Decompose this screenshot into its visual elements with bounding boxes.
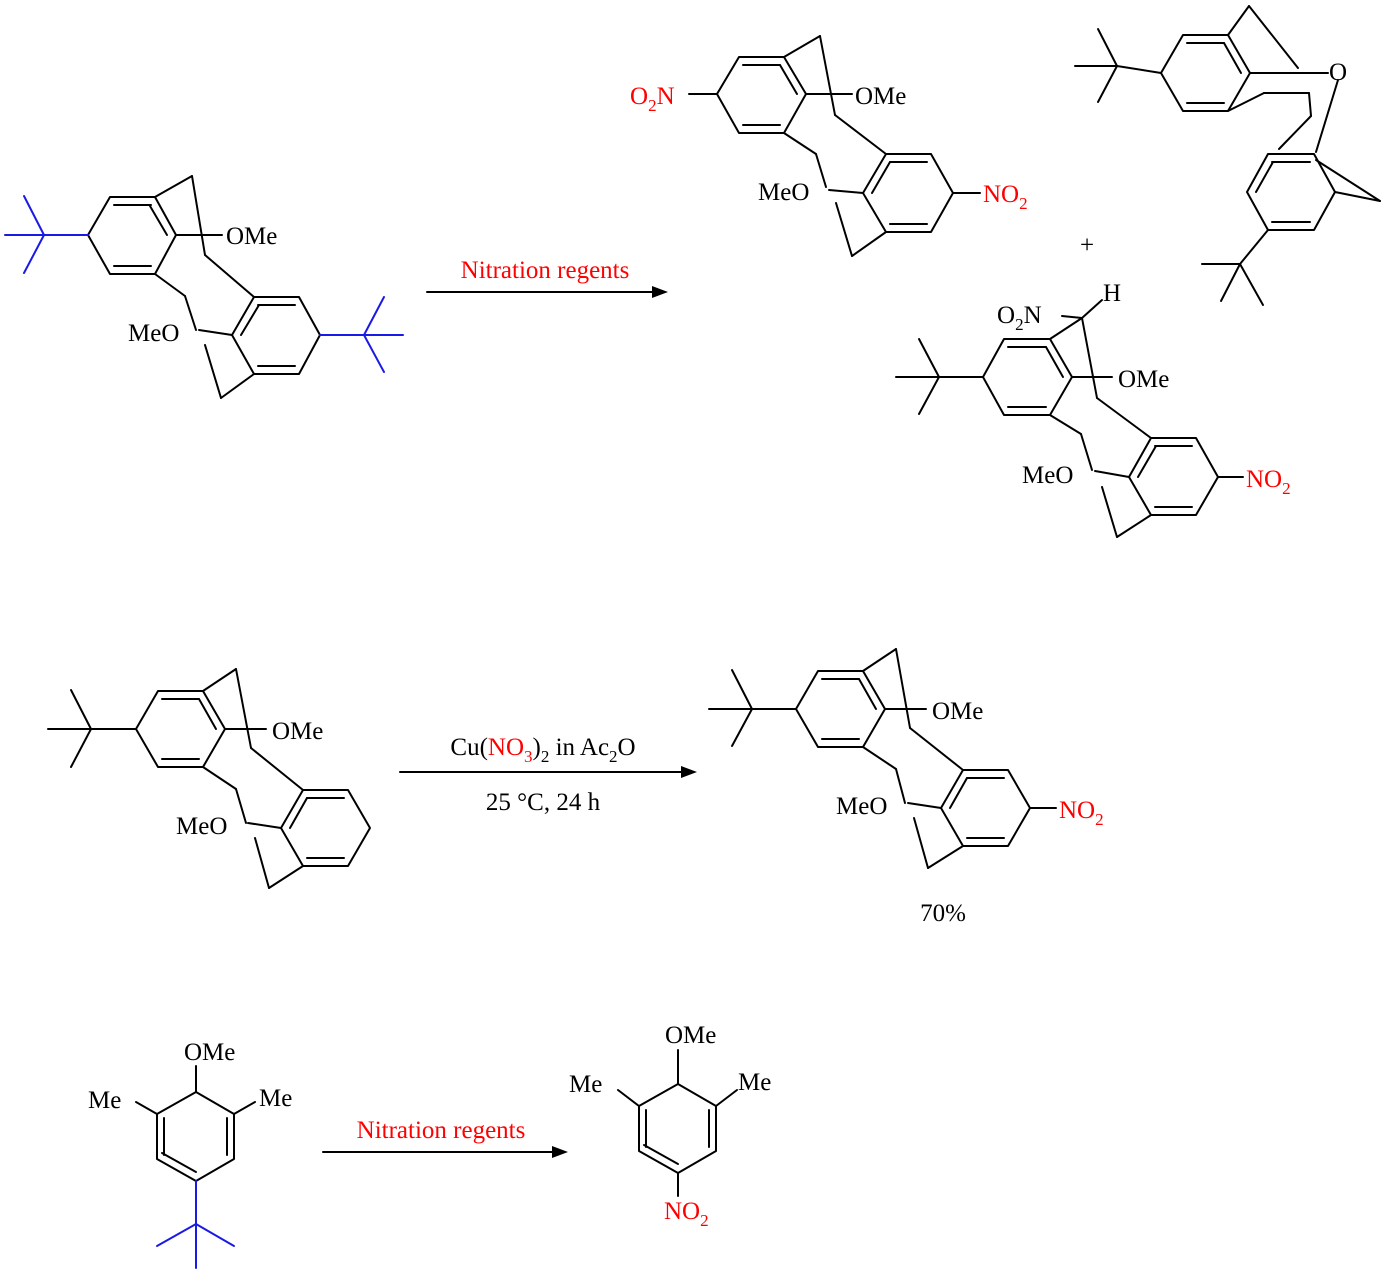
r1-sm-ring-upper [87, 196, 177, 275]
r1-sm-bridges [154, 175, 255, 399]
r1-pc-ring-lower [1128, 437, 1219, 516]
r2-reagent-label: Cu(NO3)2 in Ac2O [450, 734, 635, 766]
r3-arrow: Nitration regents [322, 1117, 568, 1158]
r2-yield-label: 70% [920, 900, 966, 927]
r3-sm-tbu [156, 1180, 235, 1269]
r1-pa-ring-lower [862, 153, 954, 233]
r3-arrow-label: Nitration regents [357, 1117, 526, 1144]
r1-pc-ome-label: OMe [1118, 366, 1169, 393]
r1-pa-bridges [688, 35, 981, 257]
r3-product: OMe Me Me NO2 [569, 1022, 771, 1230]
r2-p-bridges [708, 648, 1057, 869]
r1-pc-o2n-label: O2N [997, 302, 1042, 334]
r3-sm-substituents [135, 1065, 256, 1115]
r1-pb-o-label: O [1329, 59, 1347, 86]
r3-sm-me-left-label: Me [88, 1087, 121, 1114]
r2-sm-meo-label: MeO [176, 813, 227, 840]
r3-starting-material: OMe Me Me [88, 1039, 292, 1269]
r3-p-me-right-label: Me [738, 1069, 771, 1096]
r1-pb-ring-lower [1246, 153, 1336, 231]
r2-p-ring-lower [940, 769, 1031, 847]
r2-arrow: Cu(NO3)2 in Ac2O 25 °C, 24 h [399, 734, 697, 816]
r1-sm-ring-lower [231, 296, 321, 375]
r3-p-ring [638, 1083, 717, 1174]
r3-p-substituents [617, 1049, 738, 1197]
r1-sm-tbu-right [319, 296, 404, 373]
r1-starting-material: OMe MeO [4, 175, 404, 399]
r1-pa-ring-upper [716, 56, 807, 134]
r1-sm-ome-label: OMe [226, 223, 277, 250]
r1-pa-o2n-label: O2N [630, 83, 675, 115]
r2-sm-ome-label: OMe [272, 718, 323, 745]
r2-starting-material: OMe MeO [47, 668, 371, 889]
r1-pa-no2-label: NO2 [983, 181, 1028, 213]
r1-sm-meo-label: MeO [128, 320, 179, 347]
r2-conditions-label: 25 °C, 24 h [486, 789, 601, 816]
r1-product-dinitro: OMe MeO O2N NO2 [630, 35, 1028, 257]
r2-p-no2-label: NO2 [1059, 797, 1104, 829]
r1-pc-h-label: H [1103, 280, 1121, 307]
r3-p-ome-label: OMe [665, 1022, 716, 1049]
r1-pc-no2-label: NO2 [1246, 466, 1291, 498]
r1-pa-ome-label: OMe [855, 83, 906, 110]
r1-product-oxa-bridged: O [1074, 5, 1381, 306]
r1-pb-bridges [1074, 5, 1381, 306]
r1-pc-ring-upper [982, 338, 1073, 416]
r3-p-no2-label: NO2 [664, 1198, 709, 1230]
plus-sign: + [1080, 232, 1094, 259]
r1-sm-tbu-left [4, 195, 89, 274]
r2-sm-ring-upper [135, 690, 226, 768]
r2-p-ome-label: OMe [932, 698, 983, 725]
r2-sm-ring-lower [280, 789, 371, 867]
r2-product: OMe MeO NO2 70% [708, 648, 1104, 927]
r3-sm-ome-label: OMe [184, 1039, 235, 1066]
r1-product-nitro-h: O2N H OMe MeO NO2 [895, 280, 1291, 538]
r3-sm-ring [156, 1091, 235, 1182]
r1-pa-meo-label: MeO [758, 179, 809, 206]
r1-pc-meo-label: MeO [1022, 462, 1073, 489]
r3-p-me-left-label: Me [569, 1071, 602, 1098]
r2-p-meo-label: MeO [836, 793, 887, 820]
r2-p-ring-upper [795, 670, 886, 748]
r1-arrow-label: Nitration regents [461, 257, 630, 284]
r1-pc-bridges [895, 299, 1244, 538]
r1-arrow: Nitration regents [426, 257, 668, 298]
r1-pb-ring-upper [1160, 34, 1251, 112]
r2-sm-bridges [47, 668, 304, 889]
r3-sm-me-right-label: Me [259, 1085, 292, 1112]
